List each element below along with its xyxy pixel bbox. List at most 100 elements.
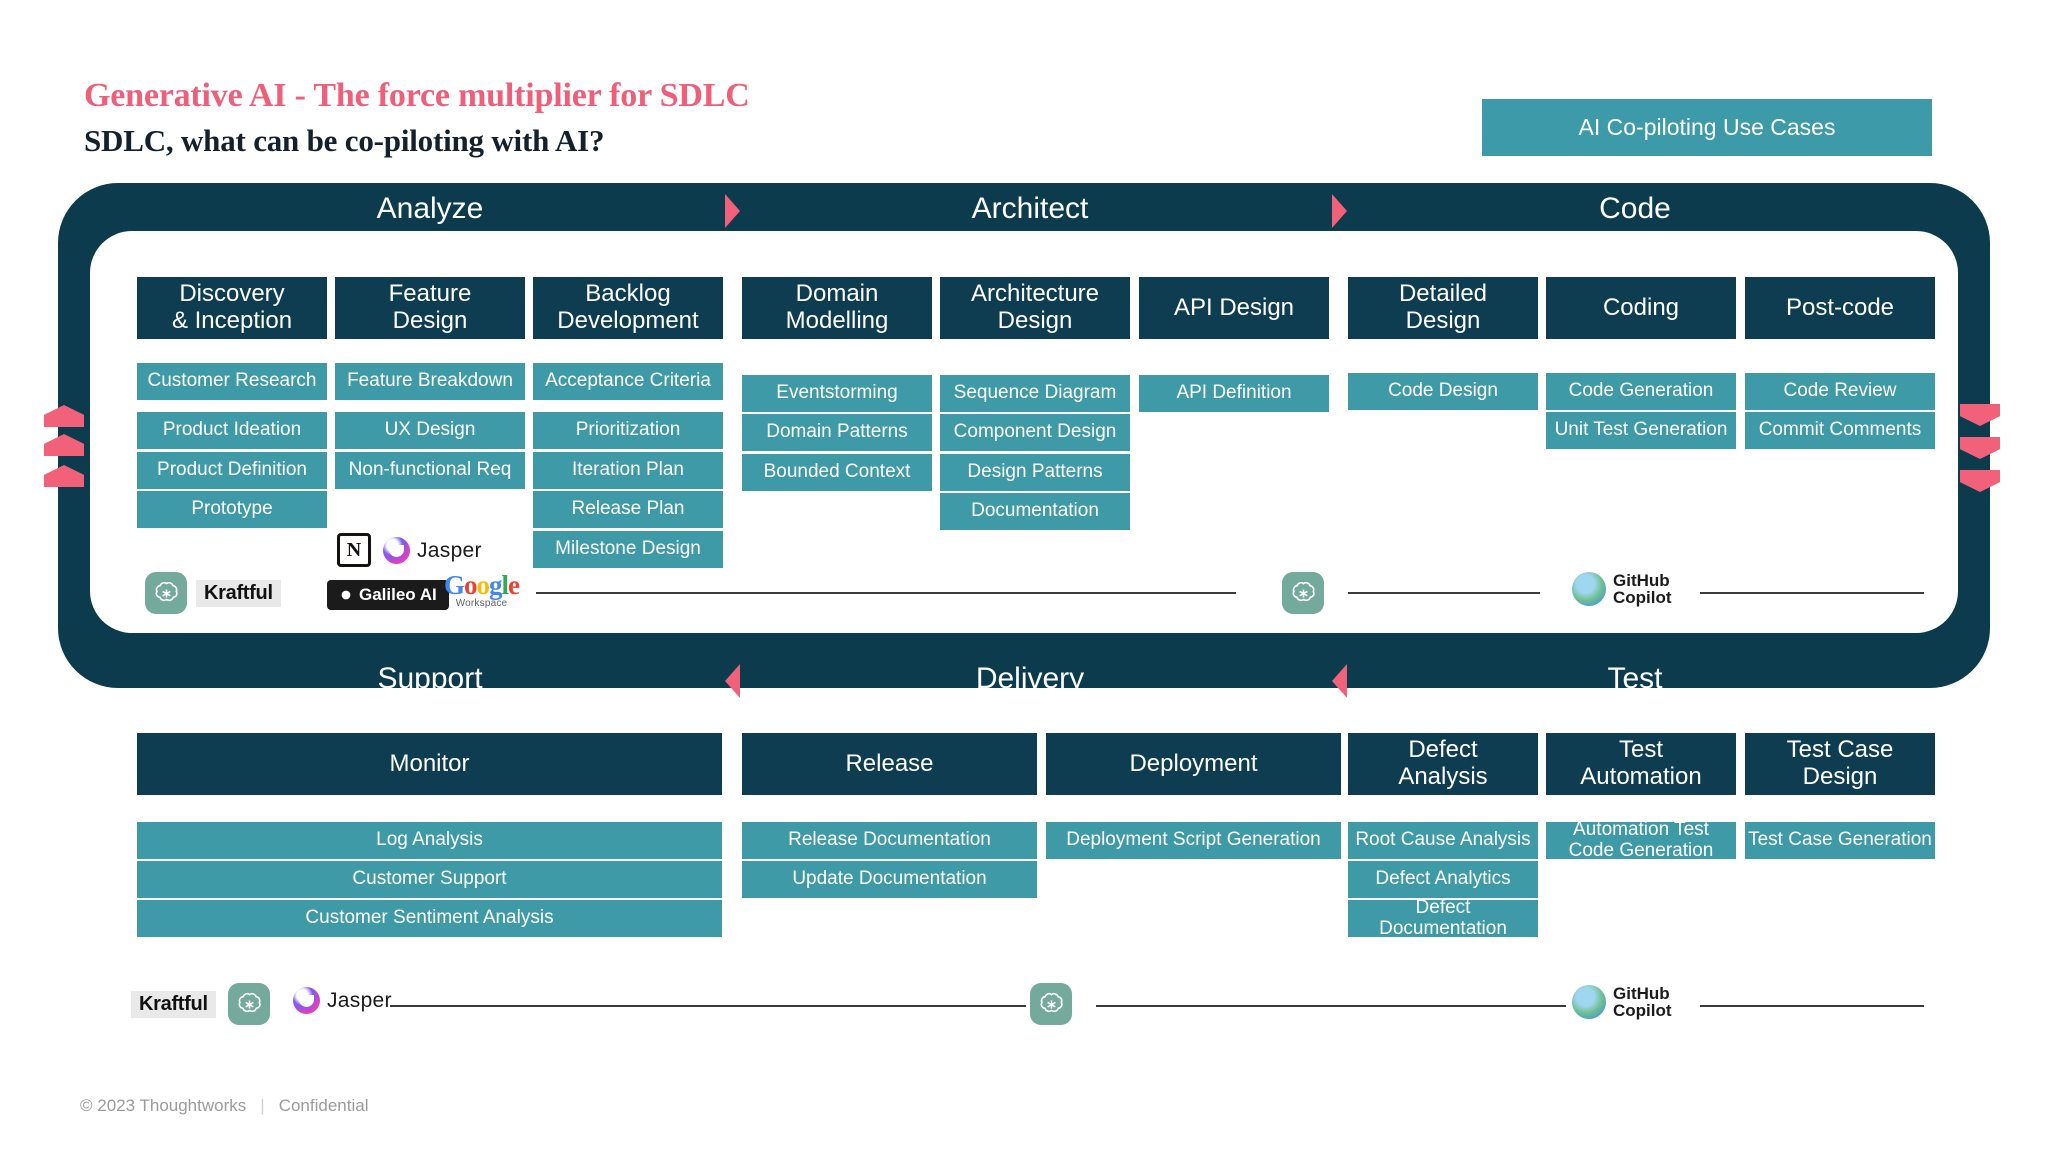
sub-item[interactable]: Eventstorming [742,375,932,413]
sub-item[interactable]: Defect Documentation [1348,900,1538,938]
logo-github-copilot: GitHub Copilot [1572,572,1672,606]
sub-item[interactable]: Log Analysis [137,822,722,860]
card-discovery-inception[interactable]: Discovery& Inception [137,277,327,339]
sub-item[interactable]: Customer Sentiment Analysis [137,900,722,938]
sub-item[interactable]: Automation Test Code Generation [1546,822,1736,860]
chatgpt-icon [145,572,187,614]
galileo-label: Galileo AI [327,580,449,610]
sub-item[interactable]: Customer Research [137,363,327,401]
chatgpt-icon [1030,983,1072,1025]
logo-chatgpt [1282,572,1324,614]
sub-item[interactable]: Code Generation [1546,373,1736,411]
google-wordmark: Google [444,570,520,600]
sub-item[interactable]: Release Documentation [742,822,1037,860]
phase-arrow-icon [725,664,740,698]
sub-item[interactable]: API Definition [1139,375,1329,413]
sub-item[interactable]: Deployment Script Generation [1046,822,1341,860]
sub-item[interactable]: Unit Test Generation [1546,412,1736,450]
phase-arrow-icon [1332,664,1347,698]
chevron-down-icon [1960,404,2000,426]
chevron-up-icon [44,434,84,456]
sub-item[interactable]: Component Design [940,414,1130,452]
card-deployment[interactable]: Deployment [1046,733,1341,795]
footer: © 2023 Thoughtworks | Confidential [80,1096,368,1116]
chatgpt-icon [1282,572,1324,614]
connector-line [536,592,1236,594]
sub-item[interactable]: Update Documentation [742,861,1037,899]
sub-item[interactable]: Iteration Plan [533,452,723,490]
sub-item[interactable]: Test Case Generation [1745,822,1935,860]
sub-item[interactable]: Release Plan [533,491,723,529]
phase-label-delivery: Delivery [975,662,1085,695]
sub-item[interactable]: Code Design [1348,373,1538,411]
sub-item[interactable]: Product Definition [137,452,327,490]
sub-item[interactable]: Design Patterns [940,454,1130,492]
card-release[interactable]: Release [742,733,1037,795]
sub-item[interactable]: Documentation [940,493,1130,531]
phase-label-analyze: Analyze [376,192,484,225]
phase-arrow-icon [725,194,740,228]
logo-notion: N [337,533,371,567]
card-post-code[interactable]: Post-code [1745,277,1935,339]
page-subtitle: SDLC, what can be co-piloting with AI? [84,123,605,158]
jasper-icon [293,987,320,1014]
sub-item[interactable]: Commit Comments [1745,412,1935,450]
logo-jasper: Jasper [293,987,392,1014]
logo-github-copilot: GitHub Copilot [1572,985,1672,1019]
footer-copyright: © 2023 Thoughtworks [80,1096,247,1115]
card-title: Discovery& Inception [171,280,293,334]
footer-classification: Confidential [278,1096,369,1115]
phase-label-test: Test [1607,662,1663,695]
chevron-down-icon [1960,437,2000,459]
logo-chatgpt [228,983,270,1025]
sub-item[interactable]: Product Ideation [137,412,327,450]
chevron-up-icon [44,465,84,487]
kraftful-label: Kraftful [131,991,216,1018]
sub-item[interactable]: Feature Breakdown [335,363,525,401]
sub-item[interactable]: Sequence Diagram [940,375,1130,413]
sub-item[interactable]: Acceptance Criteria [533,363,723,401]
github-copilot-label: GitHub Copilot [1613,571,1672,607]
phase-label-architect: Architect [971,192,1089,225]
sub-item[interactable]: Root Cause Analysis [1348,822,1538,860]
card-coding[interactable]: Coding [1546,277,1736,339]
jasper-label: Jasper [327,988,392,1012]
logo-jasper: Jasper [383,537,482,564]
card-title: Coding [1602,293,1680,321]
sub-item[interactable]: Prototype [137,491,327,529]
sub-item[interactable]: Milestone Design [533,531,723,569]
card-api-design[interactable]: API Design [1139,277,1329,339]
sub-item[interactable]: Bounded Context [742,454,932,492]
sub-item[interactable]: UX Design [335,412,525,450]
sub-item[interactable]: Non-functional Req [335,452,525,490]
phase-label-support: Support [377,662,483,695]
kraftful-label: Kraftful [196,580,281,607]
chatgpt-icon [228,983,270,1025]
sub-item[interactable]: Customer Support [137,861,722,899]
github-copilot-label: GitHub Copilot [1613,984,1672,1020]
google-sublabel: Workspace [455,598,508,609]
sub-item[interactable]: Domain Patterns [742,414,932,452]
sub-item[interactable]: Defect Analytics [1348,861,1538,899]
card-monitor[interactable]: Monitor [137,733,722,795]
phase-arrow-icon [1332,194,1347,228]
jasper-label: Jasper [417,538,482,562]
sub-item[interactable]: Code Review [1745,373,1935,411]
sub-item[interactable]: Prioritization [533,412,723,450]
logo-chatgpt [145,572,187,614]
